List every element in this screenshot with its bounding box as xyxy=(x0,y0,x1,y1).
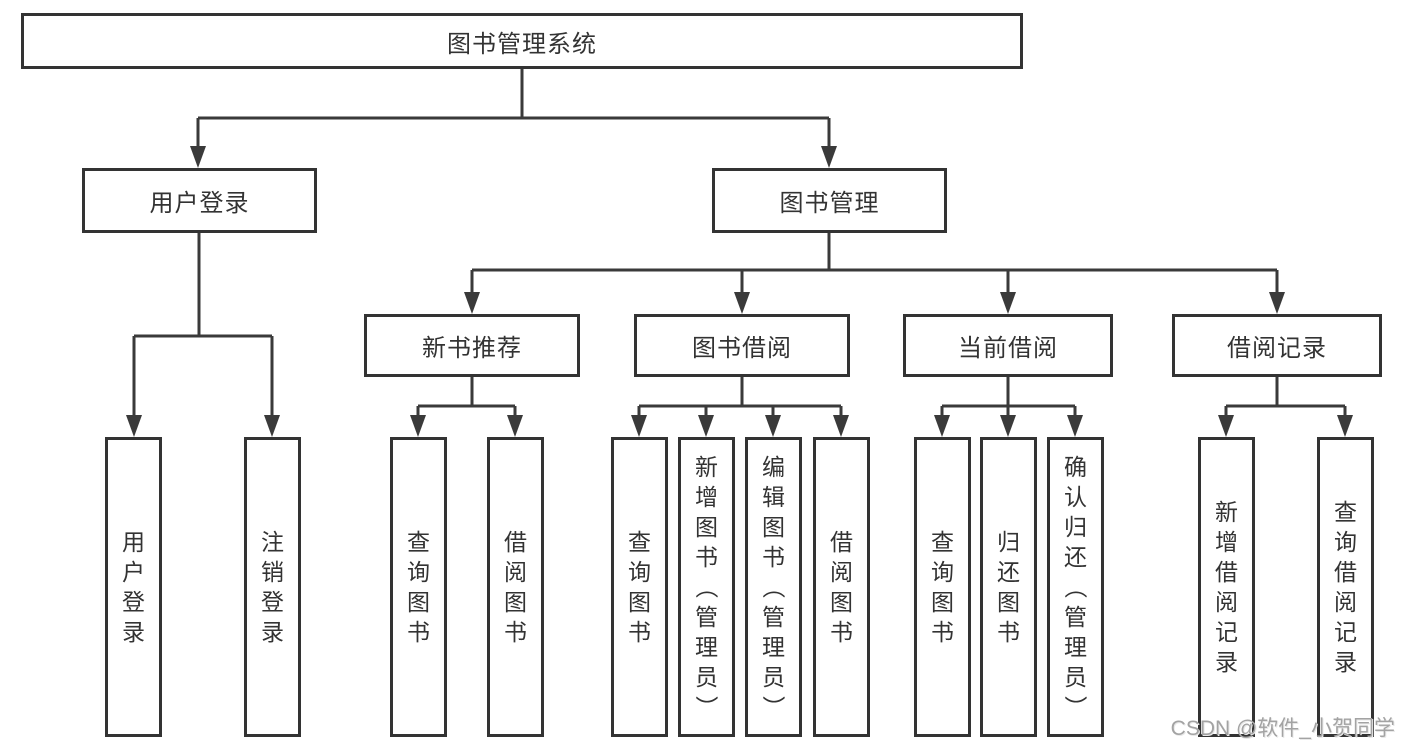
node-book-management: 图书管理 xyxy=(712,168,947,233)
leaf-add-books-admin: 新增图书（管理员） xyxy=(678,437,735,737)
leaf-logout: 注销登录 xyxy=(244,437,301,737)
node-current-borrowing: 当前借阅 xyxy=(903,314,1113,377)
node-new-book-recommend: 新书推荐 xyxy=(364,314,580,377)
leaf-borrow-books: 借阅图书 xyxy=(813,437,870,737)
csdn-watermark: CSDN @软件_小贺同学 xyxy=(1170,717,1395,740)
leaf-return-books: 归还图书 xyxy=(980,437,1037,737)
node-book-borrowing: 图书借阅 xyxy=(634,314,850,377)
leaf-confirm-return-admin: 确认归还（管理员） xyxy=(1047,437,1104,737)
leaf-query-borrow-record: 查询借阅记录 xyxy=(1317,437,1374,737)
leaf-add-borrow-record: 新增借阅记录 xyxy=(1198,437,1255,737)
node-borrow-records: 借阅记录 xyxy=(1172,314,1382,377)
leaf-borrow-books-recommend: 借阅图书 xyxy=(487,437,544,737)
leaf-query-books-current: 查询图书 xyxy=(914,437,971,737)
leaf-query-books-borrowing: 查询图书 xyxy=(611,437,668,737)
node-user-login: 用户登录 xyxy=(82,168,317,233)
leaf-edit-books-admin: 编辑图书（管理员） xyxy=(745,437,802,737)
leaf-query-books-recommend: 查询图书 xyxy=(390,437,447,737)
node-library-management-system: 图书管理系统 xyxy=(21,13,1023,69)
leaf-user-login: 用户登录 xyxy=(105,437,162,737)
